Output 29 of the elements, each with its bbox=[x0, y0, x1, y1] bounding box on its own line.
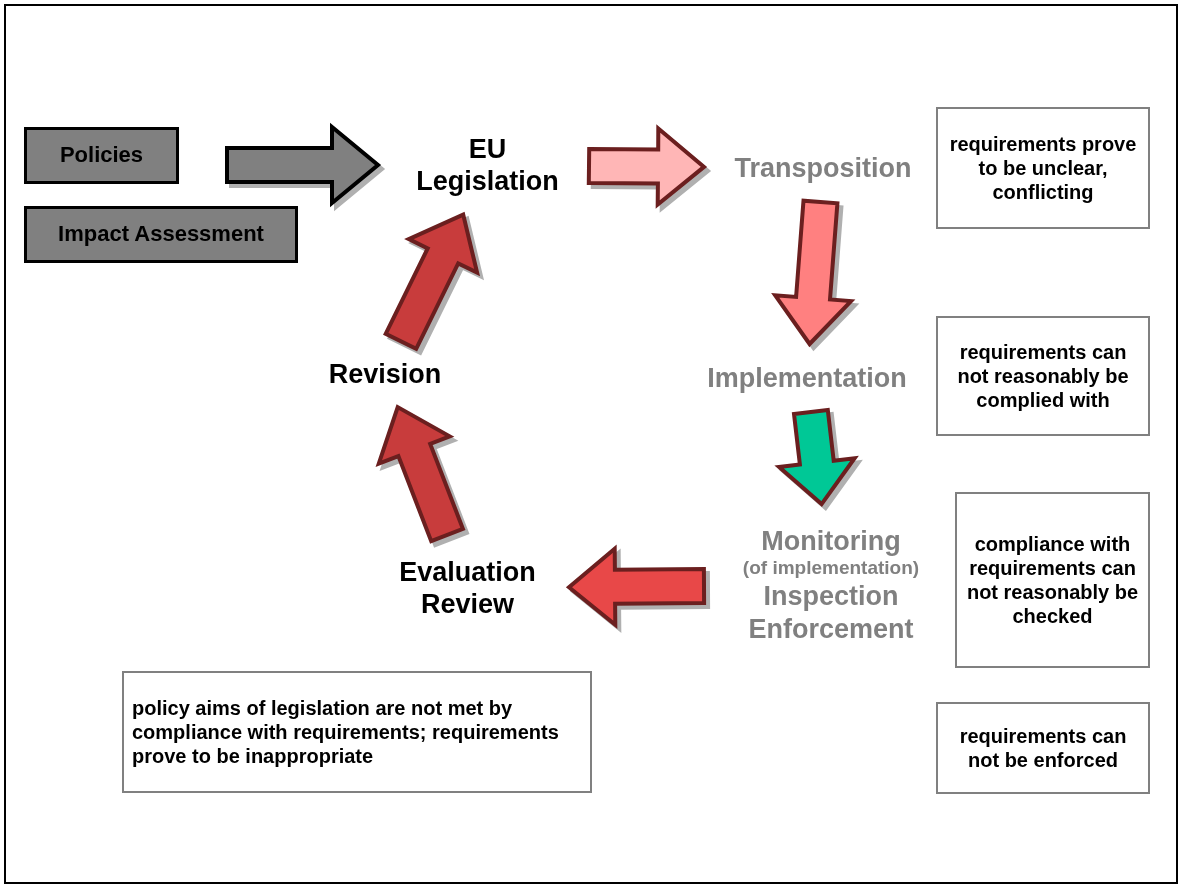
stage-label: Policies bbox=[59, 142, 144, 169]
block-arrow bbox=[383, 211, 481, 352]
stage-label: Impact Assessment bbox=[58, 221, 264, 248]
stage-label: Inspection Enforcement bbox=[747, 580, 915, 645]
stage-label: Implementation bbox=[707, 361, 907, 395]
stage-label: Monitoring bbox=[761, 525, 901, 558]
note-text: compliance with requirements can not reasonably be checked bbox=[965, 532, 1140, 628]
stage-label: (of implementation) bbox=[742, 557, 920, 581]
note-box bbox=[955, 492, 1150, 668]
note-box bbox=[936, 702, 1150, 794]
note-box bbox=[122, 671, 592, 793]
stage-label: Transposition bbox=[734, 151, 912, 185]
note-box bbox=[936, 316, 1150, 436]
stage-label: Revision bbox=[328, 357, 442, 391]
block-arrow bbox=[586, 124, 708, 209]
block-arrow bbox=[225, 122, 382, 208]
block-arrow bbox=[375, 404, 466, 544]
note-text: policy aims of legislation are not met by compliance with requirements; requirements prove to be inappropriate bbox=[132, 696, 560, 768]
block-arrow bbox=[771, 198, 856, 348]
note-text: requirements can not reasonably be complied with bbox=[956, 340, 1130, 412]
note-text: requirements can not be enforced bbox=[958, 724, 1128, 772]
note-text: requirements prove to be unclear, conflicting bbox=[948, 132, 1138, 204]
stage-label: Evaluation Review bbox=[398, 555, 537, 621]
note-box bbox=[936, 107, 1150, 229]
stage-label: EU Legislation bbox=[415, 132, 560, 198]
input-box bbox=[24, 206, 298, 263]
block-arrow bbox=[774, 407, 859, 508]
input-box bbox=[24, 127, 179, 184]
block-arrow bbox=[565, 544, 707, 630]
